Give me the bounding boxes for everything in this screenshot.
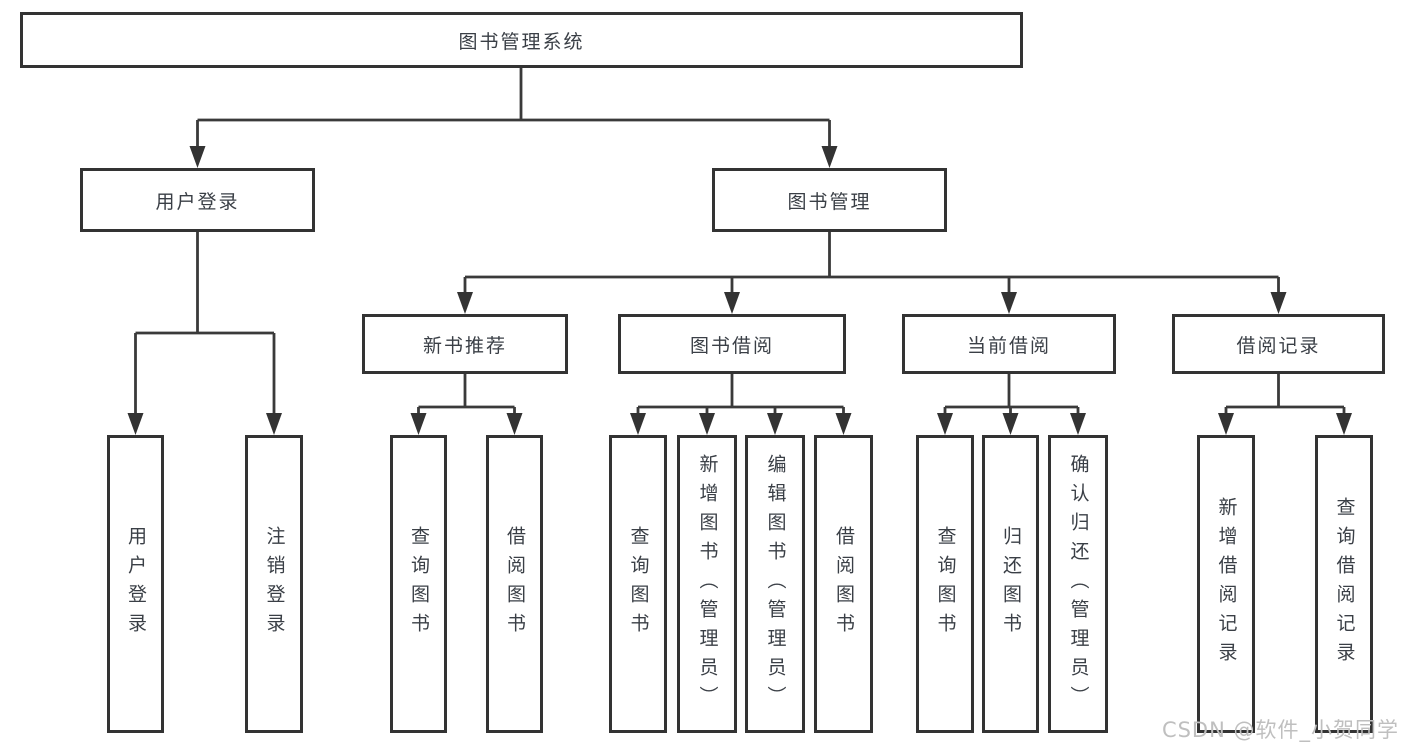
- node-label: 图书管理: [787, 190, 872, 213]
- leaf-borrow-books-recommend: 借阅图书: [486, 435, 543, 733]
- leaf-user-login: 用户登录: [107, 435, 164, 733]
- node-user-login-branch: 用户登录: [80, 168, 315, 232]
- node-label: 查询图书: [627, 526, 650, 642]
- leaf-add-borrow-record: 新增借阅记录: [1197, 435, 1255, 733]
- leaf-confirm-return-admin: 确认归还（管理员）: [1048, 435, 1108, 733]
- node-label: 确认归还（管理员）: [1067, 453, 1090, 715]
- node-label: 查询借阅记录: [1333, 497, 1356, 671]
- node-book-management: 图书管理: [712, 168, 947, 232]
- node-label: 编辑图书（管理员）: [764, 453, 787, 715]
- node-label: 用户登录: [155, 190, 240, 213]
- node-label: 注销登录: [263, 526, 286, 642]
- node-label: 新增图书（管理员）: [696, 453, 719, 715]
- node-borrow-records: 借阅记录: [1172, 314, 1385, 374]
- node-book-borrow: 图书借阅: [618, 314, 846, 374]
- leaf-query-books-current: 查询图书: [916, 435, 974, 733]
- node-root-system: 图书管理系统: [20, 12, 1023, 68]
- node-label: 图书借阅: [689, 334, 774, 357]
- leaf-add-books-admin: 新增图书（管理员）: [677, 435, 737, 733]
- leaf-query-borrow-record: 查询借阅记录: [1315, 435, 1373, 733]
- node-label: 新增借阅记录: [1215, 497, 1238, 671]
- node-current-borrow: 当前借阅: [902, 314, 1116, 374]
- leaf-query-books-borrow: 查询图书: [609, 435, 667, 733]
- node-label: 当前借阅: [966, 334, 1051, 357]
- leaf-query-books-recommend: 查询图书: [390, 435, 447, 733]
- node-label: 用户登录: [125, 526, 147, 642]
- node-label: 图书管理系统: [458, 30, 585, 53]
- node-label: 归还图书: [1000, 526, 1022, 642]
- watermark-text: CSDN @软件_小贺同学: [1161, 718, 1399, 742]
- leaf-borrow-books: 借阅图书: [814, 435, 873, 733]
- node-label: 借阅图书: [504, 526, 526, 642]
- node-label: 查询图书: [408, 526, 430, 642]
- node-label: 查询图书: [934, 526, 957, 642]
- node-label: 新书推荐: [422, 334, 507, 357]
- node-new-book-recommend: 新书推荐: [362, 314, 568, 374]
- node-label: 借阅图书: [833, 526, 855, 642]
- leaf-logout: 注销登录: [245, 435, 303, 733]
- node-label: 借阅记录: [1236, 334, 1321, 357]
- leaf-return-books: 归还图书: [982, 435, 1039, 733]
- leaf-edit-books-admin: 编辑图书（管理员）: [745, 435, 805, 733]
